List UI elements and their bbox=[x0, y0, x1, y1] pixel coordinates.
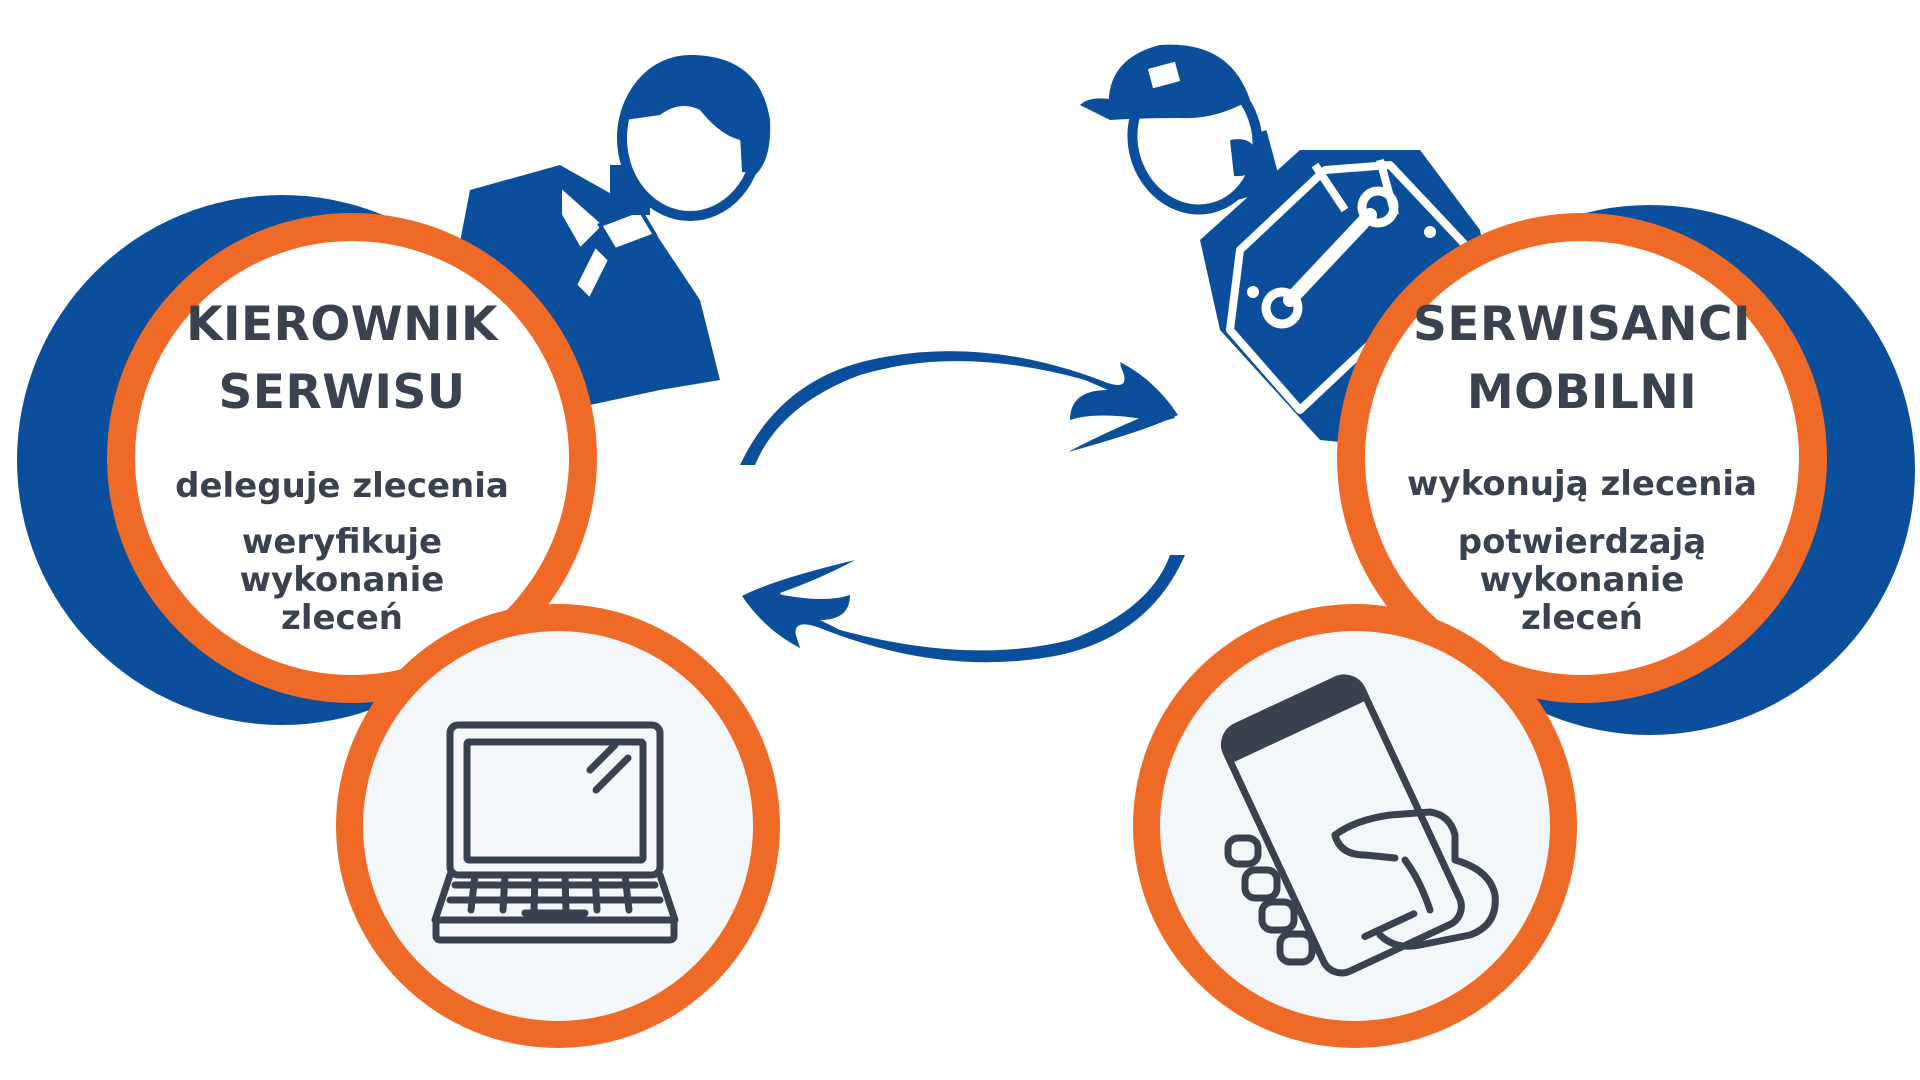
manager-desc-line4: zleceń bbox=[281, 598, 403, 638]
manager-title-line1: KIEROWNIK bbox=[186, 297, 499, 352]
technicians-title-line2: MOBILNI bbox=[1467, 365, 1697, 420]
technicians-desc-line4: zleceń bbox=[1521, 598, 1643, 638]
arrow-right-icon bbox=[740, 351, 1178, 465]
manager-desc-line3: wykonanie bbox=[240, 560, 445, 600]
manager-group: KIEROWNIK SERWISU deleguje zlecenia wery… bbox=[17, 55, 780, 1048]
smartphone-in-hand-icon bbox=[1220, 674, 1499, 977]
manager-person-icon bbox=[445, 55, 771, 420]
technicians-title-line1: SERWISANCI bbox=[1413, 297, 1751, 352]
technicians-desc-line1: wykonują zlecenia bbox=[1407, 464, 1757, 504]
arrow-left-icon bbox=[742, 555, 1185, 663]
manager-desc-line2: weryfikuje bbox=[242, 522, 442, 562]
manager-inner-circle bbox=[135, 241, 569, 675]
manager-title-line2: SERWISU bbox=[219, 365, 466, 420]
technicians-group: SERWISANCI MOBILNI wykonują zlecenia pot… bbox=[1080, 44, 1915, 1048]
technicians-desc-line3: wykonanie bbox=[1480, 560, 1685, 600]
technicians-desc-line2: potwierdzają bbox=[1458, 522, 1707, 562]
laptop-icon bbox=[431, 721, 679, 944]
manager-desc-line1: deleguje zlecenia bbox=[175, 466, 509, 506]
laptop-circle-inner bbox=[363, 631, 753, 1021]
technicians-inner-circle bbox=[1365, 241, 1799, 675]
